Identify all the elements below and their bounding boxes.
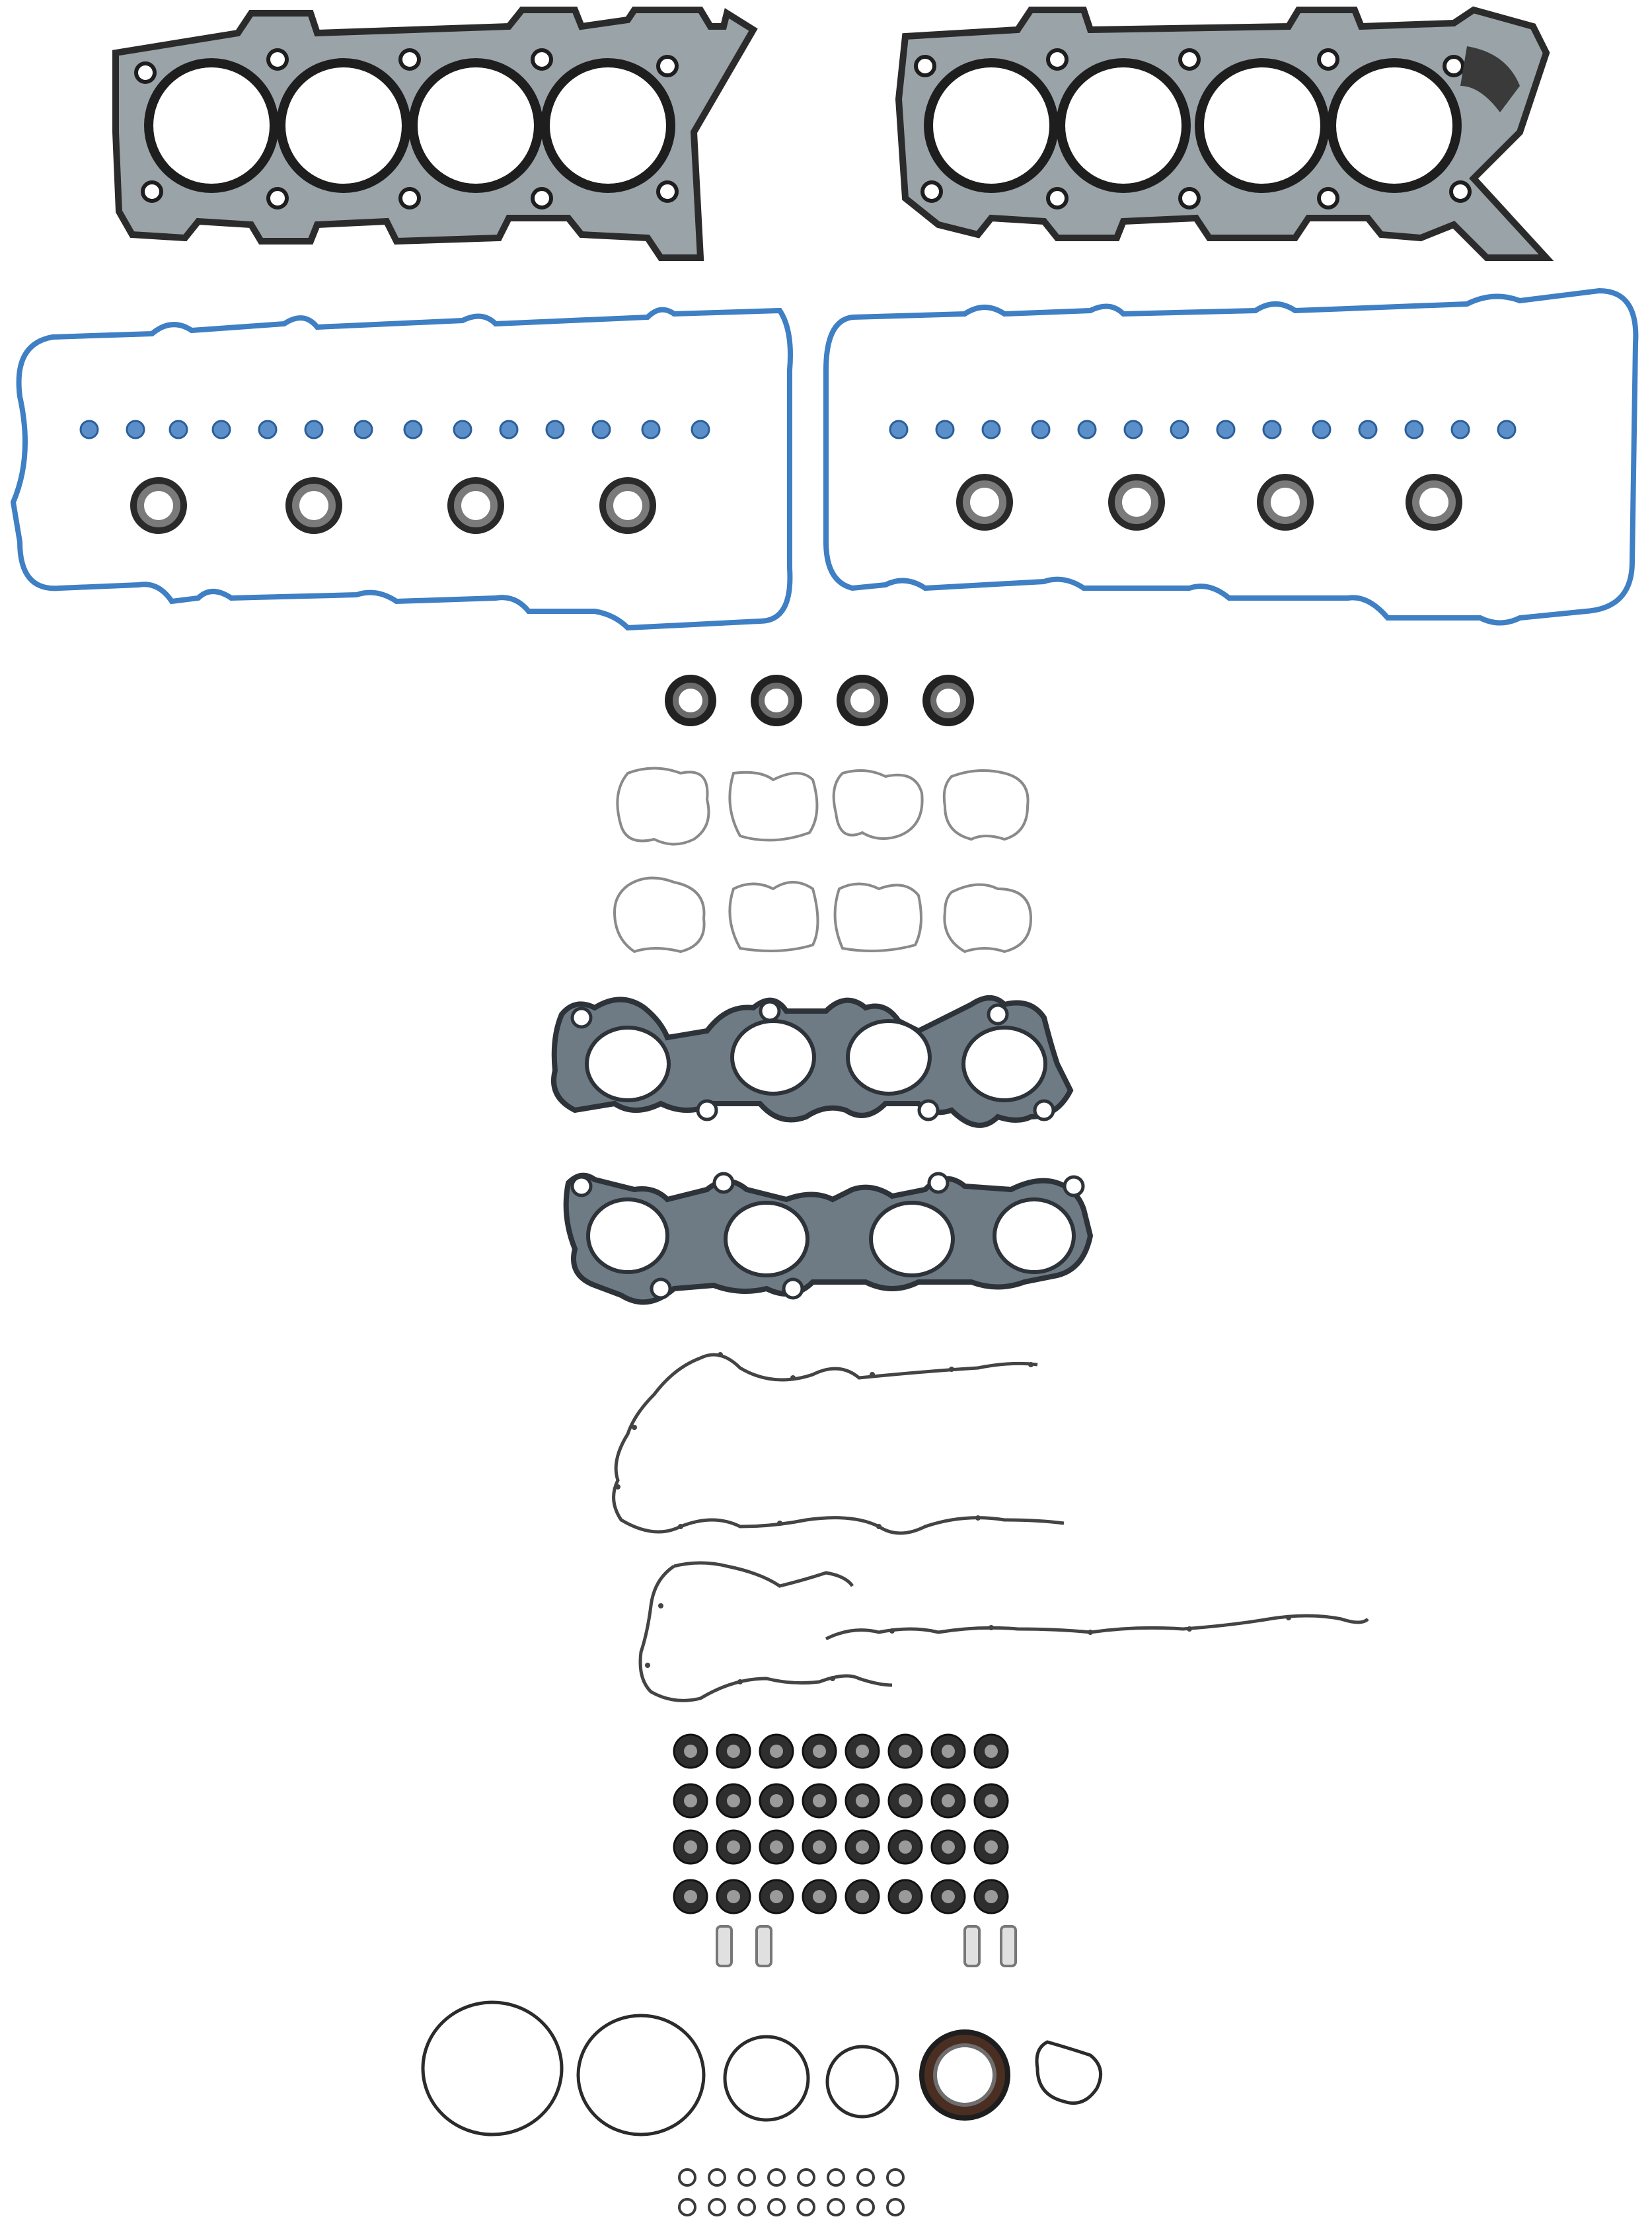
valve-stem-seal: [845, 1783, 880, 1819]
small-o-ring: [827, 2198, 845, 2216]
head-gasket-left: [112, 7, 758, 261]
valve-stem-seal: [845, 1829, 880, 1865]
small-o-ring: [737, 2168, 756, 2187]
valve-stem-seal: [973, 1783, 1009, 1819]
valve-stem-seal: [973, 1829, 1009, 1865]
crankshaft-front-seal: [919, 2029, 1010, 2121]
small-o-rings: [678, 2168, 905, 2216]
small-o-ring: [856, 2198, 875, 2216]
valve-stem-seal: [716, 1733, 751, 1769]
small-shaped-gasket: [1035, 2040, 1103, 2105]
small-o-ring: [737, 2198, 756, 2216]
valve-stem-seal: [802, 1783, 837, 1819]
valve-stem-seal: [845, 1733, 880, 1769]
valve-stem-seal: [802, 1733, 837, 1769]
large-o-rings: [421, 2000, 899, 2136]
valve-stem-seal: [930, 1733, 966, 1769]
valve-stem-seal: [887, 1829, 923, 1865]
intake-port-gaskets: [613, 767, 1033, 954]
valve-stem-seal: [973, 1733, 1009, 1769]
valve-stem-seal: [716, 1829, 751, 1865]
small-o-ring: [678, 2168, 696, 2187]
valve-stem-seal: [759, 1733, 794, 1769]
valve-stem-seal: [673, 1829, 708, 1865]
valve-stem-seal: [759, 1783, 794, 1819]
small-o-ring: [797, 2198, 815, 2216]
head-gasket-right: [895, 6, 1554, 261]
valve-stem-seal: [930, 1829, 966, 1865]
small-o-ring: [767, 2198, 786, 2216]
valve-stem-seal: [930, 1879, 966, 1914]
valve-stem-seal: [673, 1783, 708, 1819]
exhaust-manifold-gasket-upper: [551, 995, 1074, 1128]
small-o-ring: [678, 2198, 696, 2216]
valve-stem-seal: [930, 1783, 966, 1819]
valve-stem-seals: [673, 1733, 1009, 1914]
valve-stem-seal: [673, 1733, 708, 1769]
valve-stem-seal: [802, 1879, 837, 1914]
small-o-ring: [797, 2168, 815, 2187]
valve-stem-seal: [716, 1879, 751, 1914]
valve-stem-seal: [845, 1879, 880, 1914]
valve-cover-gasket-right: [823, 287, 1639, 626]
small-o-ring: [886, 2168, 905, 2187]
small-o-ring: [708, 2198, 726, 2216]
timing-cover-gaskets: [612, 1352, 1369, 1702]
valve-stem-seal: [887, 1733, 923, 1769]
small-o-ring: [886, 2198, 905, 2216]
valve-cover-gasket-left: [10, 307, 793, 631]
small-o-ring: [856, 2168, 875, 2187]
valve-stem-seal: [673, 1879, 708, 1914]
exhaust-manifold-gasket-lower: [563, 1172, 1094, 1305]
small-o-ring: [708, 2168, 726, 2187]
valve-stem-seal: [887, 1879, 923, 1914]
valve-stem-seal: [973, 1879, 1009, 1914]
small-o-ring: [767, 2168, 786, 2187]
small-o-ring: [827, 2168, 845, 2187]
valve-stem-seal: [716, 1783, 751, 1819]
dowel-sleeves: [716, 1925, 1017, 1967]
valve-stem-seal: [759, 1829, 794, 1865]
valve-stem-seal: [802, 1829, 837, 1865]
valve-stem-seal: [887, 1783, 923, 1819]
spark-plug-tube-seals: [665, 675, 974, 726]
valve-stem-seal: [759, 1879, 794, 1914]
